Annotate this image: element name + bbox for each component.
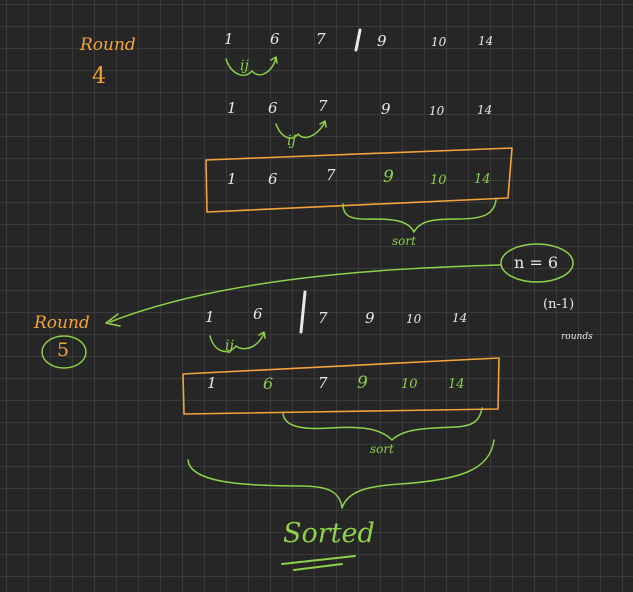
- sorted-underline: [281, 555, 356, 571]
- round-5-boxed-value-4: 9: [357, 373, 368, 393]
- round-5-label: Round: [34, 313, 90, 333]
- rounds-word: rounds: [561, 332, 593, 342]
- round-4-partition-divider: [354, 28, 362, 52]
- rounds-formula: (n-1): [543, 297, 575, 312]
- round-4-row-2-value-4: 9: [381, 100, 391, 118]
- round-5-row-1-value-3: 7: [318, 309, 328, 327]
- round-4-row-2-value-6: 14: [477, 103, 493, 117]
- round-4-sort-label: sort: [392, 234, 416, 248]
- round-4-row-1-value-5: 10: [431, 35, 447, 49]
- round-5-sort-brace: [282, 407, 483, 441]
- round-4-sort-brace: [342, 199, 497, 233]
- n-equals-label: n = 6: [514, 253, 559, 272]
- round-5-boxed-value-6: 14: [448, 377, 465, 392]
- round-4-row-2-compare-arrow: [275, 120, 327, 139]
- round-5-row-1-value-1: 1: [205, 308, 215, 326]
- round-5-sort-label: sort: [370, 442, 394, 456]
- round-5-partition-divider: [299, 290, 307, 334]
- round-4-row-1-value-6: 14: [478, 34, 494, 48]
- round-4-row-1-value-2: 6: [270, 30, 280, 48]
- round-4-boxed-value-3: 7: [326, 166, 336, 184]
- round-4-row-2-value-1: 1: [227, 99, 237, 117]
- round-4-row-1-ij-marker: ij: [240, 58, 249, 74]
- round-4-boxed-value-2: 6: [268, 170, 278, 188]
- round-4-boxed-value-5: 10: [430, 173, 447, 188]
- round-4-row-1-value-4: 9: [377, 32, 387, 50]
- n-equals-circle: [500, 243, 574, 283]
- round-5-row-1-value-5: 10: [406, 312, 422, 326]
- round-5-boxed-row-outline: [182, 357, 500, 415]
- round-5-number: 5: [57, 339, 70, 361]
- round-4-row-1-value-3: 7: [316, 30, 326, 48]
- round-4-boxed-value-6: 14: [474, 172, 491, 187]
- round-5-boxed-value-3: 7: [318, 374, 328, 392]
- sorted-label: Sorted: [283, 518, 375, 549]
- round-5-boxed-value-1: 1: [207, 374, 217, 392]
- round-4-row-2-value-2: 6: [268, 99, 278, 117]
- round-4-row-1-value-1: 1: [224, 30, 234, 48]
- round-4-row-2-ij-marker: ij: [287, 133, 296, 149]
- round-5-boxed-value-5: 10: [401, 377, 418, 392]
- round-4-number: 4: [92, 64, 106, 89]
- round-5-row-1-value-6: 14: [452, 311, 468, 325]
- round-5-row-1-value-2: 6: [253, 305, 263, 323]
- n-to-round-5-arrow: [105, 264, 501, 327]
- round-4-row-2-value-5: 10: [429, 104, 445, 118]
- round-4-label: Round: [80, 35, 136, 55]
- round-5-number-circle: [41, 335, 87, 369]
- round-4-boxed-value-4: 9: [383, 167, 394, 187]
- round-5-row-1-ij-marker: ij: [225, 338, 234, 354]
- round-4-row-1-compare-arrow: [225, 56, 278, 76]
- round-5-boxed-value-2: 6: [263, 374, 274, 393]
- round-5-row-1-compare-arrow: [209, 331, 266, 353]
- round-4-boxed-value-1: 1: [227, 170, 237, 188]
- whole-array-brace: [187, 439, 495, 509]
- round-4-row-2-value-3: 7: [318, 97, 328, 115]
- round-5-row-1-value-4: 9: [365, 309, 375, 327]
- round-4-boxed-row-outline: [205, 147, 513, 213]
